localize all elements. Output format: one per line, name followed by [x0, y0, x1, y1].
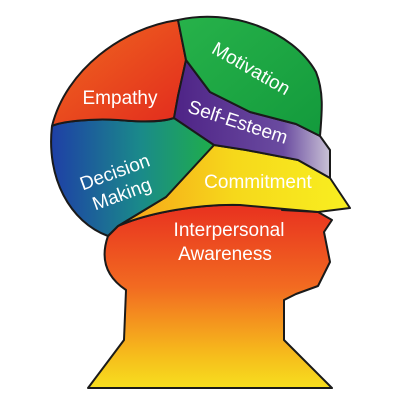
label-empathy: Empathy — [83, 88, 158, 109]
label-commitment: Commitment — [204, 172, 312, 193]
region-motivation — [177, 15, 323, 137]
label-interpersonal-line1: Interpersonal — [174, 220, 285, 241]
region-empathy — [51, 19, 187, 127]
label-interpersonal-line2: Awareness — [178, 244, 272, 265]
